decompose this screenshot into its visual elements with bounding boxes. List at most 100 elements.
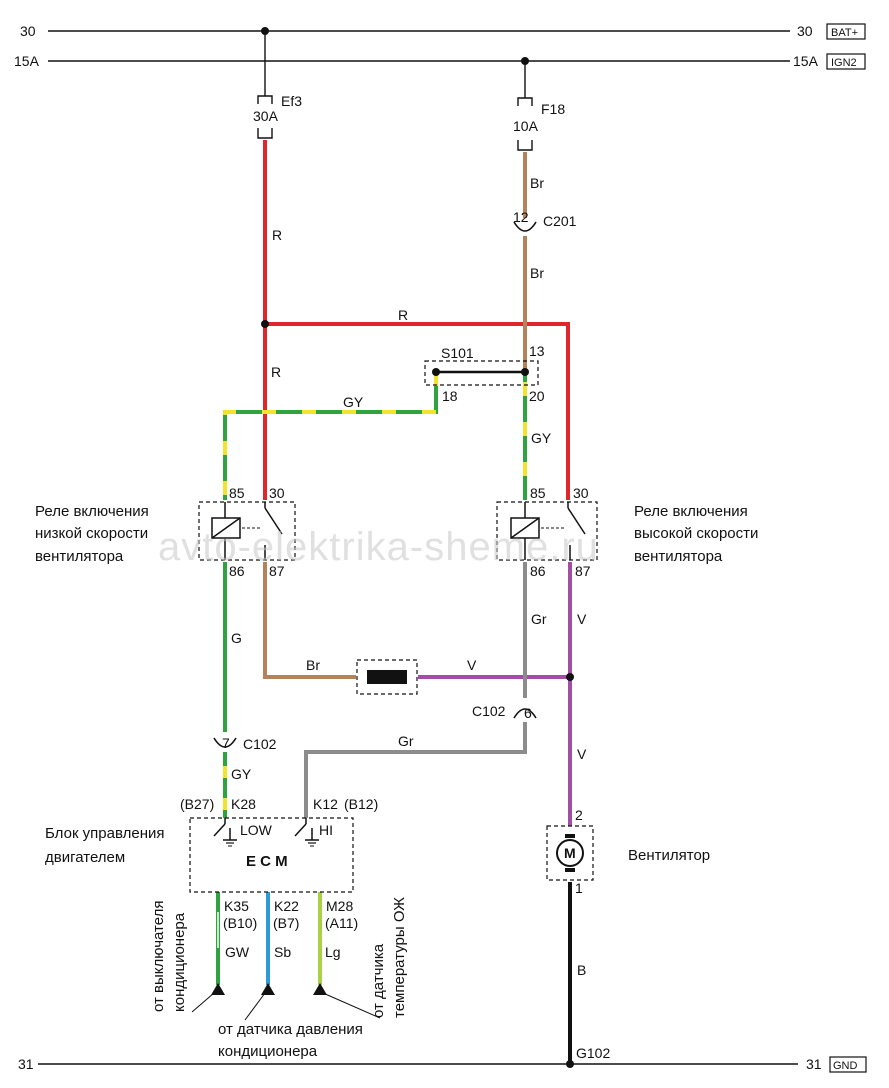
relay-low-pin-85: 85 — [229, 485, 245, 501]
rail-31-left-label: 31 — [18, 1056, 34, 1072]
input-arrow-lg — [313, 983, 327, 995]
ecm-unit: LOW HI E C M (B27) K28 K12 (B12) K35 (B1… — [45, 796, 378, 931]
c102-right-pin: 6 — [524, 705, 532, 721]
ecm-k12: K12 — [313, 796, 338, 812]
s101-pin-18: 18 — [442, 388, 458, 404]
ecm-label: E C M — [246, 853, 288, 870]
f18-name: F18 — [541, 101, 565, 117]
motor-label: Вентилятор — [628, 847, 710, 864]
label-r-2: R — [398, 307, 408, 323]
ecm-k35: K35 — [224, 898, 249, 914]
ecm-m28: M28 — [326, 898, 353, 914]
relay-low-title-1: Реле включения — [35, 503, 149, 520]
bat-tag: BAT+ — [831, 27, 858, 39]
relay-high-title-3: вентилятора — [634, 548, 723, 565]
relay-low-title-2: низкой скорости — [35, 525, 148, 542]
motor-pin-1: 1 — [575, 880, 583, 896]
label-v-2: V — [577, 611, 587, 627]
label-g: G — [231, 630, 242, 646]
wire-brown-resistor — [263, 562, 356, 679]
source-ac-switch-2: кондиционера — [171, 912, 188, 1012]
relay-low-pin-30: 30 — [269, 485, 285, 501]
label-br-3: Br — [306, 657, 320, 673]
junction-red — [261, 320, 269, 328]
f18-rating: 10A — [513, 118, 539, 134]
ign-tag: IGN2 — [831, 57, 857, 69]
ecm-b7: (B7) — [273, 915, 299, 931]
ef3-name: Ef3 — [281, 93, 302, 109]
label-sb: Sb — [274, 944, 291, 960]
input-arrow-gw — [211, 983, 225, 995]
wire-gray-ecm — [304, 722, 527, 818]
label-r-3: R — [271, 364, 281, 380]
label-gr-2: Gr — [398, 733, 414, 749]
label-gy-1: GY — [343, 394, 364, 410]
c201-name: C201 — [543, 213, 577, 229]
relay-low-title-3: вентилятора — [35, 548, 124, 565]
relay-high-pin-87: 87 — [575, 563, 591, 579]
rail-30-left-label: 30 — [20, 23, 36, 39]
rail-31: 31 31 GND — [18, 1056, 867, 1073]
fan-motor: M 2 1 Вентилятор — [546, 807, 710, 896]
ecm-low: LOW — [240, 822, 273, 838]
rail-15a-left-label: 15A — [14, 53, 40, 69]
source-coolant-2: температуры ОЖ — [391, 897, 408, 1018]
c201-pin: 12 — [513, 209, 529, 225]
relay-high-pin-86: 86 — [530, 563, 546, 579]
label-v-1: V — [467, 657, 477, 673]
motor-pin-2: 2 — [575, 807, 583, 823]
rail-30: 30 30 BAT+ — [20, 23, 866, 40]
relay-low-pin-87: 87 — [269, 563, 285, 579]
c102-left-pin: 7 — [222, 735, 230, 751]
s101-pin-20: 20 — [529, 388, 545, 404]
source-coolant-1: от датчика — [370, 943, 387, 1018]
motor-symbol: M — [564, 845, 576, 861]
ground-junction — [566, 1060, 574, 1068]
relay-high-title-2: высокой скорости — [634, 525, 758, 542]
source-pressure-1: от датчика давления — [218, 1021, 363, 1038]
relay-high-title-1: Реле включения — [634, 503, 748, 520]
s101-name: S101 — [441, 345, 474, 361]
relay-high-speed: 85 30 86 87 Реле включения высокой скоро… — [496, 485, 758, 579]
c102-left-name: C102 — [243, 736, 277, 752]
label-v-3: V — [577, 746, 587, 762]
ecm-b10: (B10) — [223, 915, 257, 931]
rail-30-right-label: 30 — [797, 23, 813, 39]
connector-c102-left: 7 C102 — [213, 735, 277, 752]
label-gr-1: Gr — [531, 611, 547, 627]
label-br-2: Br — [530, 265, 544, 281]
ground-g102: G102 — [576, 1045, 610, 1061]
connector-c201: 12 C201 — [513, 209, 577, 232]
source-ac-switch-1: от выключателя — [150, 901, 167, 1012]
ecm-title-1: Блок управления — [45, 825, 164, 842]
ecm-hi: HI — [319, 822, 333, 838]
s101-pin-13: 13 — [529, 343, 545, 359]
ef3-rating: 30A — [253, 108, 279, 124]
ecm-title-2: двигателем — [45, 849, 125, 866]
relay-low-pin-86: 86 — [229, 563, 245, 579]
ecm-k22: K22 — [274, 898, 299, 914]
ecm-b27: (B27) — [180, 796, 214, 812]
label-gy-3: GY — [231, 766, 252, 782]
fuse-ef3: Ef3 30A — [253, 27, 302, 139]
relay-high-pin-30: 30 — [573, 485, 589, 501]
label-gw: GW — [225, 944, 250, 960]
gnd-tag: GND — [833, 1060, 858, 1072]
fuse-f18: F18 10A — [513, 57, 565, 151]
watermark: avto-elektrika-sheme.ru — [158, 525, 599, 569]
rail-31-right-label: 31 — [806, 1056, 822, 1072]
wire-gy-low — [223, 372, 438, 500]
label-br-1: Br — [530, 175, 544, 191]
label-r-1: R — [272, 227, 282, 243]
rail-15a-right-label: 15A — [793, 53, 819, 69]
relay-high-pin-85: 85 — [530, 485, 546, 501]
rail-15a: 15A 15A IGN2 — [14, 53, 866, 70]
input-arrow-sb — [261, 983, 275, 995]
connector-c102-right: 6 C102 — [472, 703, 537, 721]
c102-right-name: C102 — [472, 703, 506, 719]
label-gy-2: GY — [531, 430, 552, 446]
label-b: B — [577, 962, 586, 978]
relay-low-speed: 85 30 86 87 Реле включения низкой скорос… — [35, 485, 296, 579]
